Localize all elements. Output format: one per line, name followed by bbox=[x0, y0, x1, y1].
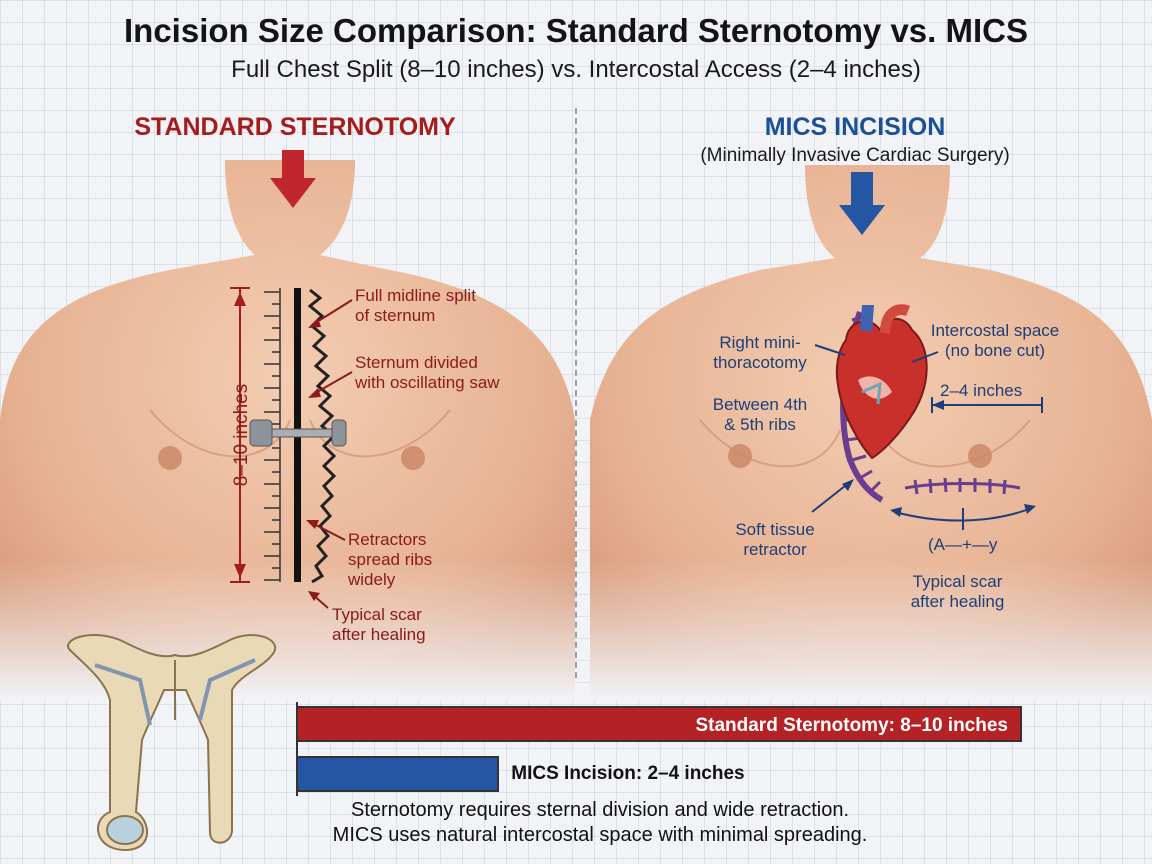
callout-line: & 5th ribs bbox=[724, 415, 796, 434]
callout-line: Right mini- bbox=[719, 333, 801, 352]
sternotomy-heading: STANDARD STERNOTOMY bbox=[134, 113, 456, 141]
retractor-icon bbox=[249, 419, 347, 447]
callout-line: Sternum divided bbox=[355, 353, 478, 372]
mics-heading: MICS INCISION bbox=[764, 113, 946, 141]
scar-mark-label: (A—+—y bbox=[928, 535, 998, 554]
mics-arrow-icon bbox=[839, 172, 885, 235]
callout-midline-split: Full midline split of sternum bbox=[355, 286, 476, 326]
sternotomy-measurement bbox=[230, 287, 250, 583]
footer-line: Sternotomy requires sternal division and… bbox=[350, 799, 850, 821]
callout-retractors: Retractors spread ribs widely bbox=[348, 530, 432, 590]
callout-line: spread ribs bbox=[348, 550, 433, 569]
callout-line: Intercostal space bbox=[930, 321, 1060, 340]
callout-line: Soft tissue bbox=[735, 520, 815, 539]
sternum-bone-icon bbox=[67, 634, 276, 852]
callout-typical-scar-right: Typical scar after healing bbox=[890, 572, 1025, 612]
bar-axis bbox=[296, 702, 298, 796]
mics-scar bbox=[904, 477, 1021, 495]
callout-line: Typical scar bbox=[912, 572, 1003, 591]
callout-soft-tissue-retractor: Soft tissue retractor bbox=[715, 520, 835, 560]
footer-note: Sternotomy requires sternal division and… bbox=[230, 798, 970, 848]
page-subtitle: Full Chest Split (8–10 inches) vs. Inter… bbox=[231, 56, 921, 83]
callout-line: of sternum bbox=[355, 306, 436, 325]
callout-line: widely bbox=[348, 570, 396, 589]
incision-comparison-bars: Standard Sternotomy: 8–10 inches MICS In… bbox=[296, 702, 1026, 796]
callout-line: with oscillating saw bbox=[355, 373, 500, 392]
bar-mics bbox=[296, 756, 500, 792]
callout-between-ribs: Between 4th & 5th ribs bbox=[700, 395, 820, 435]
page-title: Incision Size Comparison: Standard Stern… bbox=[124, 12, 1028, 49]
callout-line: after healing bbox=[910, 592, 1005, 611]
panel-divider bbox=[575, 108, 577, 678]
bar-sternotomy: Standard Sternotomy: 8–10 inches bbox=[296, 706, 1022, 742]
scar-size-bracket bbox=[890, 504, 1036, 530]
callout-line: retractor bbox=[743, 540, 807, 559]
callout-line: thoracotomy bbox=[713, 353, 807, 372]
bar-sternotomy-label: Standard Sternotomy: 8–10 inches bbox=[695, 715, 1008, 736]
bar-mics-label: MICS Incision: 2–4 inches bbox=[511, 763, 745, 784]
measure-label: 8–10 inches bbox=[231, 383, 252, 487]
mics-size-label: 2–4 inches bbox=[940, 381, 1023, 400]
footer-line: MICS uses natural intercostal space with… bbox=[332, 824, 868, 846]
callout-intercostal-space: Intercostal space (no bone cut) bbox=[910, 321, 1080, 361]
callout-line: Typical scar bbox=[332, 605, 422, 624]
heart-icon bbox=[835, 304, 928, 460]
callout-typical-scar-left: Typical scar after healing bbox=[332, 605, 426, 645]
callout-line: Full midline split bbox=[355, 286, 476, 305]
callout-right-mini-thoracotomy: Right mini- thoracotomy bbox=[695, 333, 825, 373]
sternotomy-arrow-icon bbox=[270, 150, 316, 208]
callout-line: Between 4th bbox=[712, 395, 808, 414]
callout-line: (no bone cut) bbox=[944, 341, 1046, 360]
mics-subheading: (Minimally Invasive Cardiac Surgery) bbox=[700, 145, 1010, 166]
callout-sternum-divided: Sternum divided with oscillating saw bbox=[355, 353, 500, 393]
callout-line: Retractors bbox=[348, 530, 427, 549]
callout-line: after healing bbox=[332, 625, 426, 644]
